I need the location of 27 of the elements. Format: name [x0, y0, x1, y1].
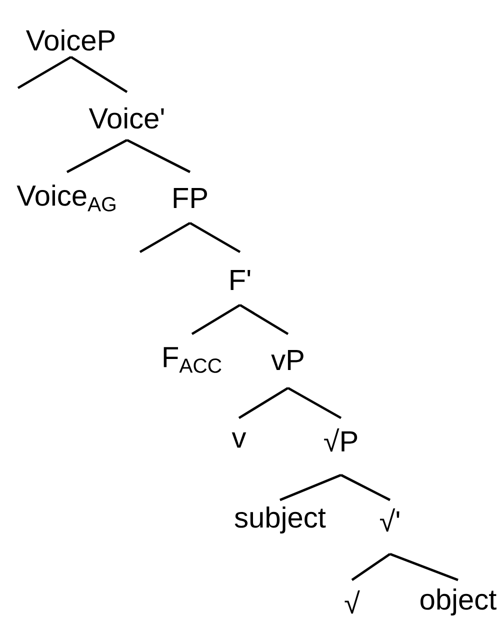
tree-branch [139, 222, 191, 254]
tree-branch [390, 552, 458, 582]
category-label: F' [230, 270, 250, 290]
tree-branch [17, 56, 72, 90]
tree-branch [287, 386, 342, 420]
tree-branch [126, 138, 191, 174]
tree-branch [340, 474, 391, 502]
tree-branch [238, 386, 289, 420]
tree-branch [280, 474, 342, 502]
category-label: Voice$_{AG}$ [16, 184, 116, 212]
category-label: subject [234, 506, 326, 534]
category-label: √ [344, 590, 360, 614]
tree-branch [239, 304, 289, 336]
tree-branch [70, 56, 128, 94]
category-label: √P [324, 428, 358, 452]
tree-branch [191, 304, 241, 336]
category-label: object [420, 588, 496, 616]
tree-branch [351, 553, 391, 581]
tree-branch [189, 222, 241, 254]
category-label: vP [271, 350, 304, 370]
category-label: F$_{ACC}$ [164, 347, 222, 373]
category-label: v [232, 432, 246, 448]
category-label: VoiceP [26, 29, 115, 51]
category-label: √' [380, 508, 400, 532]
tree-branch [66, 138, 128, 174]
category-label: Voice' [88, 107, 164, 129]
category-label: FP [174, 188, 207, 208]
